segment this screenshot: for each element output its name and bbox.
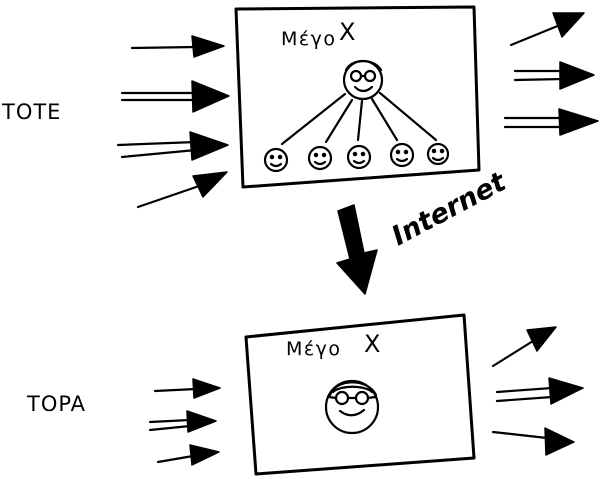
follower-icon-1 xyxy=(263,147,289,173)
leader-icon xyxy=(342,59,384,101)
bottom-box-title: Μέγο xyxy=(286,338,342,360)
bottom-box-frame xyxy=(244,313,476,476)
arrow-out-5 xyxy=(495,377,584,405)
top-box-title: Μέγο xyxy=(281,28,337,50)
bottom-box: Μέγο X xyxy=(244,313,476,476)
arrow-in-1 xyxy=(130,35,225,58)
arrow-out-6 xyxy=(491,427,575,456)
label-after: TOPA xyxy=(26,392,86,416)
leader-icon-bottom xyxy=(324,379,380,435)
follower-icon-2 xyxy=(307,145,333,171)
follower-icon-3 xyxy=(346,144,372,170)
arrow-out-2 xyxy=(513,61,595,90)
bottom-incoming-arrows xyxy=(148,378,221,466)
arrow-out-1 xyxy=(509,12,585,47)
arrow-in-2 xyxy=(120,80,230,113)
arrow-in-3 xyxy=(116,131,229,161)
follower-icon-4 xyxy=(389,142,415,168)
top-box: Μέγο X xyxy=(234,5,481,189)
transition-arrow xyxy=(336,204,378,295)
top-box-title-mark: X xyxy=(339,18,355,46)
arrow-in-5 xyxy=(153,378,221,399)
arrow-in-6 xyxy=(148,410,217,433)
top-outgoing-arrows xyxy=(503,12,599,136)
hierarchy-lines xyxy=(280,91,438,146)
top-box-frame xyxy=(234,5,481,189)
arrow-out-3 xyxy=(503,108,599,136)
internet-label: Internet xyxy=(387,166,512,252)
follower-icon-5 xyxy=(426,142,450,166)
arrow-in-4 xyxy=(136,171,228,209)
bottom-box-title-mark: X xyxy=(364,330,380,358)
arrow-out-4 xyxy=(491,326,557,368)
bottom-outgoing-arrows xyxy=(491,326,584,456)
label-before: TOTE xyxy=(1,100,61,124)
top-incoming-arrows xyxy=(116,35,230,209)
arrow-in-7 xyxy=(156,444,220,466)
